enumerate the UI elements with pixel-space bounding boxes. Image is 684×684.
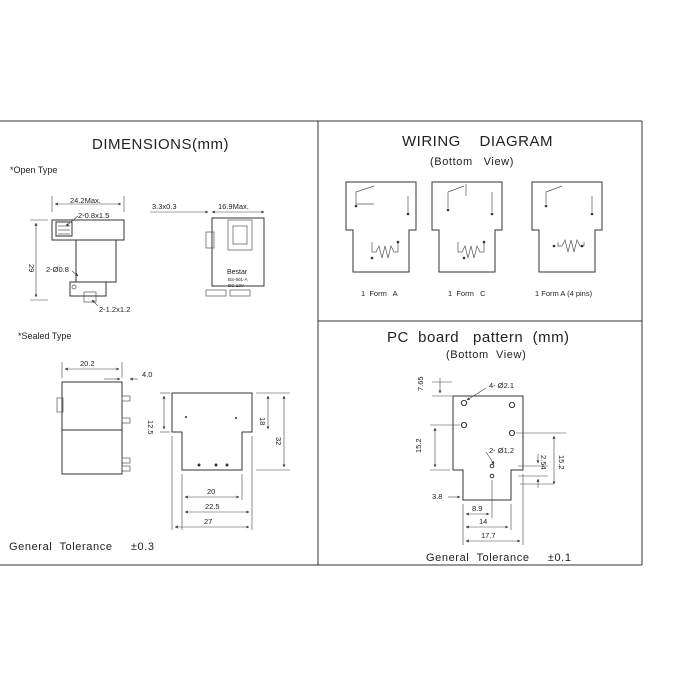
pcb-w2-label: 14 (479, 517, 487, 526)
pcb-tolerance: General Tolerance ±0.1 (426, 552, 572, 564)
pcb-hole-large-label: 4- Ø2.1 (489, 381, 514, 390)
sealed-width-label: 20.2 (80, 359, 95, 368)
dimensions-tolerance: General Tolerance ±0.3 (9, 541, 155, 553)
pcb-section: PC board pattern (mm) (Bottom View) (387, 329, 572, 564)
form-a-4pin-diagram (531, 181, 603, 273)
relay-rating: DC 12V (228, 283, 244, 288)
pcb-pattern (430, 378, 566, 545)
pcb-left-height-label: 15.2 (414, 438, 423, 453)
open-pin-label: 2-1.2x1.2 (99, 305, 130, 314)
dimensions-title: DIMENSIONS(mm) (92, 136, 229, 153)
open-type-label: *Open Type (10, 165, 57, 175)
open-hole-label: 2-Ø0.8 (46, 265, 69, 274)
pcb-subtitle: (Bottom View) (446, 349, 526, 361)
dimensions-section: DIMENSIONS(mm) *Open Type 24.2Max. 2-0.8… (9, 136, 290, 553)
wiring-label-3: 1 Form A (4 pins) (535, 289, 593, 298)
open-width-label: 24.2Max. (70, 196, 101, 205)
form-c-diagram (431, 181, 503, 273)
sealed-inner-height-label: 18 (258, 417, 267, 425)
open-slot-label: 2-0.8x1.5 (78, 211, 109, 220)
open-depth-label: 16.9Max. (218, 202, 249, 211)
sealed-type-label: *Sealed Type (18, 331, 71, 341)
pcb-top-label: 7.65 (416, 376, 425, 391)
pcb-hole-small-label: 2- Ø1.2 (489, 446, 514, 455)
sealed-type-bottom-view (160, 392, 290, 530)
sealed-w3-label: 27 (204, 517, 212, 526)
open-offset-label: 3.3x0.3 (152, 202, 177, 211)
sealed-side-label: 12.5 (146, 420, 155, 435)
open-type-side-view (150, 210, 265, 297)
wiring-section: WIRING DIAGRAM (Bottom View) (345, 133, 603, 298)
panel-frame (0, 120, 643, 566)
open-type-front-view (30, 196, 125, 307)
wiring-title: WIRING DIAGRAM (402, 133, 553, 150)
relay-brand: Bestar (227, 269, 248, 276)
wiring-label-2: 1 Form C (448, 289, 486, 298)
pcb-left-offset-label: 3.8 (432, 492, 442, 501)
sealed-pin-label: 4.0 (142, 370, 152, 379)
open-height-label: 29 (27, 264, 36, 272)
sealed-w2-label: 22.5 (205, 502, 220, 511)
pcb-w1-label: 8.9 (472, 504, 482, 513)
pcb-title: PC board pattern (mm) (387, 329, 570, 346)
pcb-spacing-label: 2.54 (539, 455, 548, 470)
pcb-w3-label: 17.7 (481, 531, 496, 540)
sealed-type-side-view (56, 362, 138, 475)
relay-model: BS-901-A (228, 277, 248, 282)
wiring-label-1: 1 Form A (361, 289, 398, 298)
pcb-right-height-label: 15.2 (557, 455, 566, 470)
wiring-subtitle: (Bottom View) (430, 156, 514, 168)
sealed-w1-label: 20 (207, 487, 215, 496)
form-a-diagram (345, 181, 417, 273)
sealed-total-height-label: 32 (274, 437, 283, 445)
